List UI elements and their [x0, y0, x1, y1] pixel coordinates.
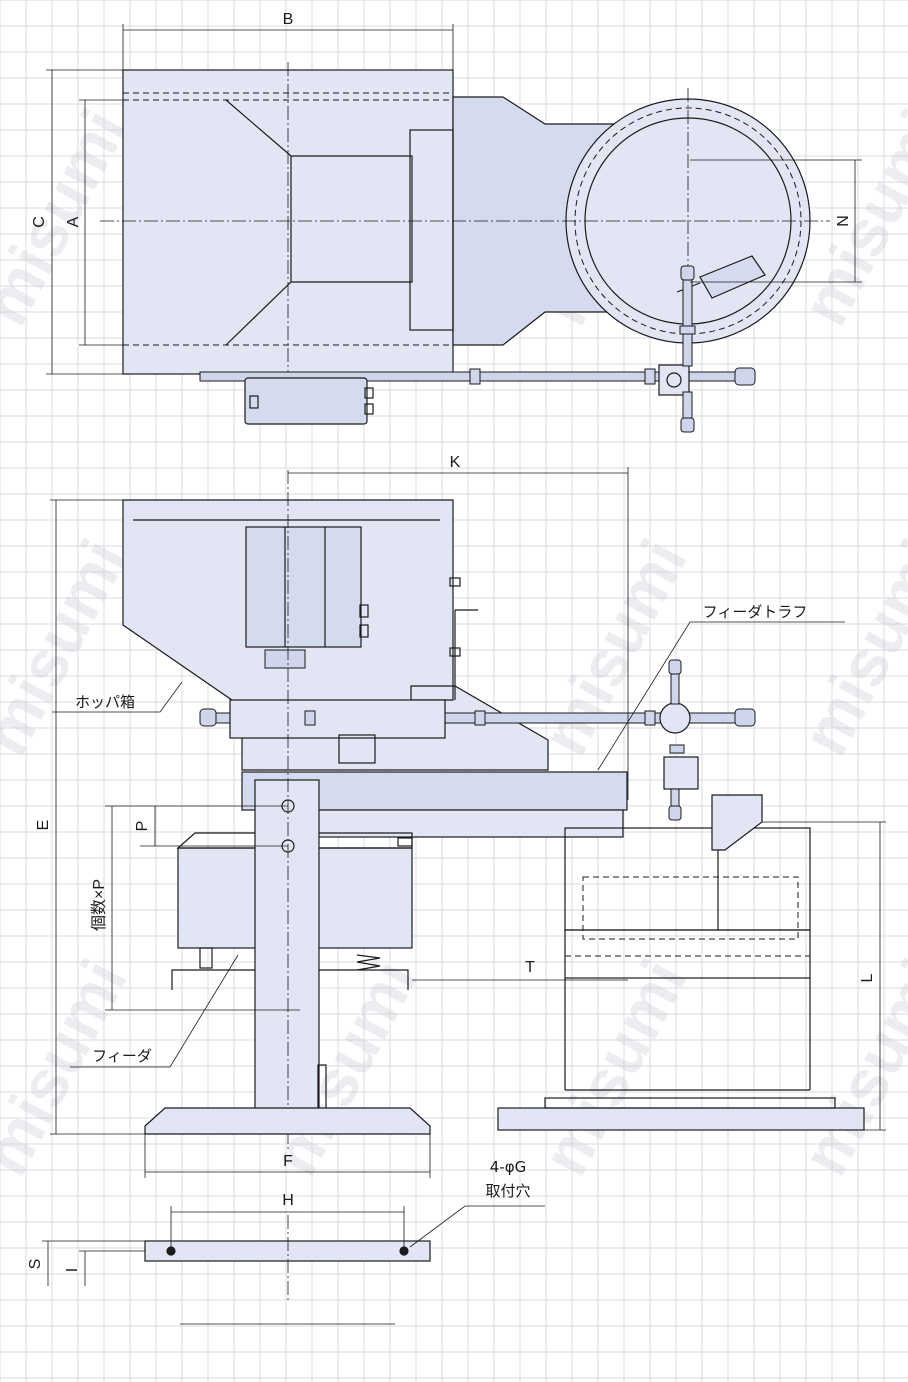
watermark-text: misumi	[527, 948, 701, 1187]
dim-label-C: C	[31, 216, 48, 228]
dim-label-S: S	[27, 1259, 44, 1270]
callout-feeder: フィーダ	[92, 1047, 152, 1065]
dim-label-N: N	[835, 215, 852, 227]
watermark-text: misumi	[787, 948, 908, 1187]
base-plate-view	[144, 1215, 431, 1325]
front-view	[122, 470, 865, 1150]
bottom-base-plate	[144, 1240, 431, 1262]
receiver-box	[564, 827, 811, 931]
front-controller	[245, 526, 362, 648]
watermark-text: misumi	[787, 528, 908, 767]
top-outlet-gate	[699, 255, 766, 299]
callout-feeder-trough: フィーダトラフ	[703, 603, 808, 621]
dim-label-count-p: 個数×P	[90, 879, 108, 931]
top-controller	[244, 377, 368, 425]
dim-label-L: L	[859, 973, 876, 982]
bar-bracket	[229, 699, 446, 739]
base-plate	[144, 1107, 431, 1135]
outlet-chute	[711, 794, 763, 851]
dim-label-B: B	[283, 11, 294, 28]
receiver-base	[497, 1107, 865, 1131]
watermark-text: misumi	[0, 528, 141, 767]
dim-label-P: P	[134, 821, 151, 832]
stand-column	[254, 779, 320, 1111]
dim-label-T: T	[525, 959, 535, 976]
top-cross-clamp	[658, 364, 690, 396]
top-view	[100, 62, 830, 433]
dimension-labels: B C A N K E P 個数×P T L F H S I 4-φG 取付穴 …	[27, 11, 876, 1272]
hole-sub-label: 取付穴	[485, 1182, 530, 1200]
dim-label-E: E	[35, 820, 52, 831]
dim-label-H: H	[282, 1192, 294, 1209]
front-cross-clamp	[659, 702, 691, 734]
callout-hopper-box: ホッパ箱	[75, 693, 135, 711]
dim-label-A: A	[65, 216, 82, 227]
dimension-lines	[42, 24, 886, 1286]
dim-label-F: F	[283, 1153, 293, 1170]
dim-label-K: K	[450, 454, 461, 471]
hole-label: 4-φG	[490, 1158, 526, 1176]
dim-label-I: I	[64, 1268, 81, 1272]
